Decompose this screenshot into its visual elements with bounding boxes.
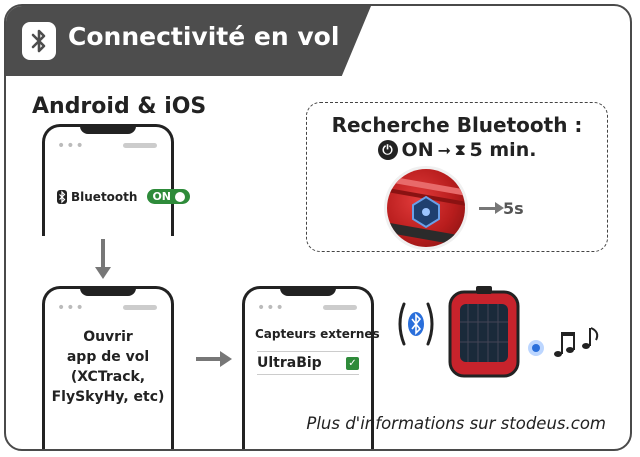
external-sensors-heading: Capteurs externes [255,327,380,341]
instruction-line: FlySkyHy, etc) [51,389,165,405]
power-icon: ⏻ [377,140,398,160]
arrow-right-small-icon: ➞ [437,140,452,160]
music-notes-icon [554,327,599,357]
bluetooth-small-icon [57,189,67,204]
phone-notch [80,286,136,296]
phone-status-bar [123,143,157,148]
phone-status-dots: ••• [57,138,85,154]
footer-link[interactable]: Plus d'informations sur stodeus.com [306,414,606,433]
arrow-down-icon [95,239,111,279]
header-banner: Connectivité en vol [6,6,371,76]
press-duration: 5s [479,199,524,218]
arrow-right-icon [479,202,504,214]
phone-status-dots: ••• [57,300,85,316]
phone-open-app: ••• Ouvrir app de vol (XCTrack, FlySkyHy… [42,286,174,449]
instruction-line: Ouvrir [83,329,133,345]
info-card: Connectivité en vol Android & iOS ••• Bl… [4,4,632,451]
phone-notch [280,286,336,296]
phone-status-bar [123,305,157,310]
status-led-icon [528,340,544,356]
sensor-list-item[interactable]: UltraBip ✓ [257,351,359,375]
phone-bluetooth-settings: ••• Bluetooth ON [42,124,191,236]
instruction-line: (XCTrack, [70,369,146,385]
open-app-instructions: Ouvrir app de vol (XCTrack, FlySkyHy, et… [45,327,171,407]
instruction-line: app de vol [66,349,150,365]
toggle-label: ON [152,190,172,203]
bluetooth-icon [22,22,56,60]
hourglass-icon: ⧗ [455,141,466,159]
press-duration-label: 5s [503,199,524,218]
checkbox-checked-icon[interactable]: ✓ [346,356,359,370]
duration-label: 5 min. [469,139,537,161]
arrow-right-icon [196,351,232,367]
search-title: Recherche Bluetooth : [331,113,583,137]
search-instruction: ⏻ ON ➞ ⧗ 5 min. [307,139,607,161]
bluetooth-signal-icon [398,302,434,346]
bluetooth-setting-row: Bluetooth ON [57,189,191,204]
phone-notch [80,124,136,134]
on-label: ON [401,139,434,161]
platform-title: Android & iOS [32,94,207,119]
device-button-closeup [387,169,465,247]
phone-status-bar [323,305,357,310]
sensor-name: UltraBip [257,355,322,371]
toggle-knob [175,191,186,202]
page-title: Connectivité en vol [68,22,340,51]
bluetooth-label: Bluetooth [71,189,138,204]
bluetooth-toggle[interactable]: ON [147,189,191,204]
bluetooth-search-panel: Recherche Bluetooth : ⏻ ON ➞ ⧗ 5 min. 5s [306,102,608,252]
phone-external-sensors: ••• Capteurs externes UltraBip ✓ [242,286,380,449]
phone-status-dots: ••• [257,300,285,316]
device-illustration [396,284,616,384]
ultrabip-device-icon [448,286,520,378]
